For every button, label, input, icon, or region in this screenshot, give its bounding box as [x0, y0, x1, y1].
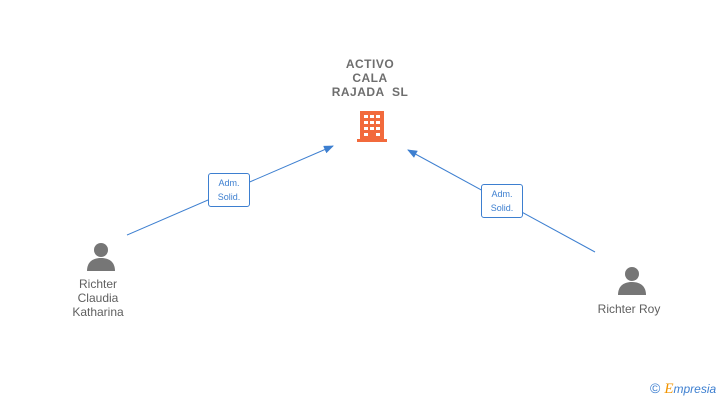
- company-name-line-1: ACTIVO: [345, 57, 395, 71]
- role-label-claudia[interactable]: Adm. Solid.: [208, 173, 250, 207]
- building-icon[interactable]: [356, 109, 388, 143]
- company-name-line-2: CALA: [352, 71, 388, 85]
- empresia-logo-letter: E: [664, 381, 674, 397]
- person-name-line: Richter Roy: [597, 302, 661, 316]
- role-label-line: Solid.: [217, 192, 241, 202]
- person-name-roy[interactable]: Richter Roy: [578, 302, 680, 316]
- copyright-symbol: ©: [650, 380, 661, 396]
- role-label-line: Adm.: [491, 189, 513, 199]
- person-name-line: Claudia: [77, 291, 119, 305]
- role-label-line: Adm.: [218, 178, 240, 188]
- role-label-line: Solid.: [490, 203, 514, 213]
- empresia-watermark: ©Empresia: [650, 380, 716, 398]
- person-name-line: Katharina: [72, 305, 124, 319]
- person-icon[interactable]: [86, 241, 116, 271]
- company-name[interactable]: ACTIVO CALA RAJADA SL: [300, 57, 440, 99]
- person-name-line: Richter: [78, 277, 117, 291]
- role-label-roy[interactable]: Adm. Solid.: [481, 184, 523, 218]
- person-icon[interactable]: [617, 265, 647, 295]
- company-name-line-3: RAJADA SL: [331, 85, 409, 99]
- person-name-claudia[interactable]: Richter Claudia Katharina: [48, 277, 148, 319]
- empresia-brand-text: mpresia: [673, 382, 717, 396]
